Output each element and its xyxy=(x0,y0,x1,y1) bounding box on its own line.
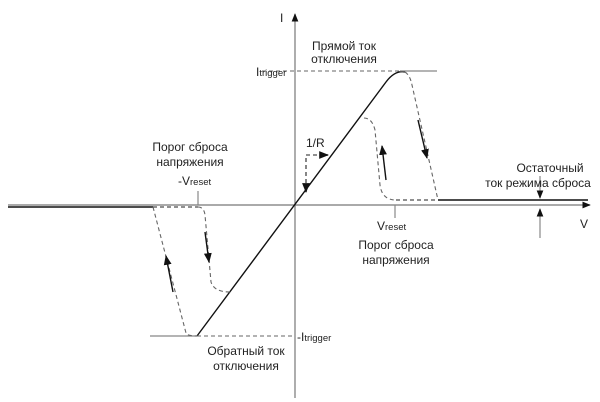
reset-path-left xyxy=(197,206,231,293)
x-axis-label: V xyxy=(580,217,588,231)
reset-threshold-left-2: напряжения xyxy=(156,155,223,169)
residual-label-2: ток режима сброса xyxy=(485,176,591,190)
reverse-trip-label-1: Обратный ток xyxy=(207,344,285,358)
slope-label: 1/R xyxy=(306,136,325,150)
reset-threshold-right-2: напряжения xyxy=(362,253,429,267)
forward-trip-path xyxy=(404,71,439,201)
reset-path-right xyxy=(363,117,397,201)
itrigger-label: Itrigger xyxy=(256,65,286,79)
up-arrow-icon xyxy=(379,145,387,181)
reverse-trip-path xyxy=(152,206,198,337)
y-axis-label: I xyxy=(280,11,283,25)
vreset-label: Vreset xyxy=(377,219,406,233)
resistive-curve xyxy=(196,71,406,337)
down-arrow-icon xyxy=(203,231,212,263)
forward-trip-label-1: Прямой ток xyxy=(312,39,377,53)
residual-label-1: Остаточный xyxy=(516,161,583,175)
down-arrow-icon xyxy=(417,119,429,159)
reset-threshold-left-1: Порог сброса xyxy=(152,140,228,154)
up-arrow-icon xyxy=(163,255,174,293)
slope-guide xyxy=(305,154,326,190)
reset-threshold-right-1: Порог сброса xyxy=(358,238,434,252)
forward-trip-label-2: отключения xyxy=(311,52,377,66)
neg-itrigger-label: -Itrigger xyxy=(297,330,331,344)
neg-vreset-label: -Vreset xyxy=(178,174,211,188)
reverse-trip-label-2: отключения xyxy=(213,359,279,373)
